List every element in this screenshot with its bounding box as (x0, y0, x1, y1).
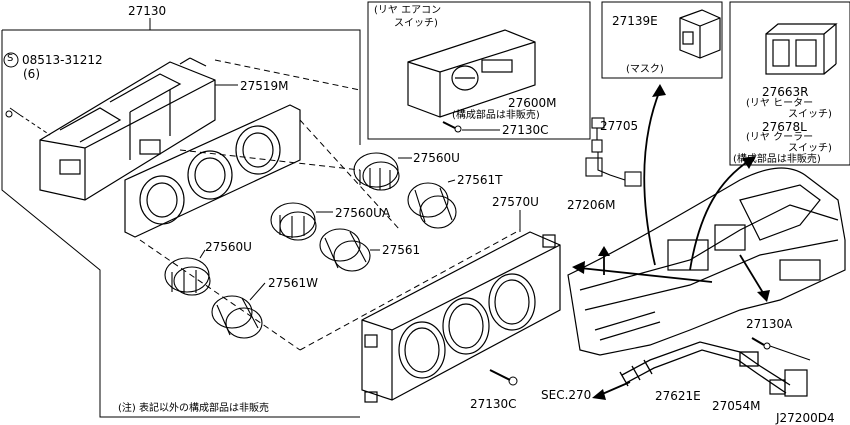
label-sec-ref: SEC.270 (541, 388, 592, 402)
label-rear-ac-jp2: スイッチ) (394, 18, 438, 29)
mask-drawing (679, 9, 721, 59)
front-panel-drawing (361, 231, 561, 403)
screw-27130c-top-drawing (442, 121, 462, 133)
label-knob-27561w: 27561W (268, 276, 319, 290)
label-screw-qty: (6) (23, 67, 40, 81)
label-rear-heater-part: 27663R (762, 85, 809, 99)
label-screw-prefix: S (7, 53, 14, 64)
hose-drawing (619, 341, 791, 394)
label-mask-jp: (マスク) (626, 64, 664, 75)
label-knob-27560ua: 27560UA (335, 206, 391, 220)
label-diagram-id: J27200D4 (776, 411, 835, 425)
control-plate-drawing (124, 104, 301, 238)
knob-27561 (319, 228, 371, 272)
label-rear-cooler-jp2: スイッチ) (788, 143, 832, 154)
label-mask-part: 27139E (612, 14, 658, 28)
label-not-sold-1: (構成部品は非販売) (452, 110, 540, 121)
assembly-boundary-top (2, 29, 361, 145)
label-bracket: 27519M (240, 79, 289, 93)
label-not-sold-2: (構成部品は非販売) (733, 154, 821, 165)
label-clip-27054m: 27054M (712, 399, 761, 413)
screw-27130a-drawing (751, 337, 771, 350)
label-assembly: 27130 (128, 4, 167, 18)
label-rear-cooler-jp: (リヤ クーラー (746, 132, 814, 143)
sensor-drawing (585, 117, 642, 187)
rear-switch-frame (729, 1, 850, 166)
label-rear-heater-jp2: スイッチ) (788, 109, 832, 120)
label-screw-part: 08513-31212 (22, 53, 103, 67)
label-switch-27600m: 27600M (508, 96, 557, 110)
label-rear-heater-jp: (リヤ ヒーター (746, 98, 814, 109)
leader-27561w (249, 282, 266, 301)
leader-27561t (447, 179, 456, 183)
rear-ac-switch-drawing (407, 29, 536, 118)
rear-switch-drawing (765, 23, 838, 75)
label-note: (注) 表記以外の構成部品は非販売 (118, 403, 269, 414)
label-part-27705: 27705 (600, 119, 639, 133)
label-screw-27130c-bottom: 27130C (470, 397, 517, 411)
knob-27560u-bottom (164, 257, 211, 296)
knob-27561t (407, 182, 457, 229)
dashboard-drawing (567, 167, 846, 356)
alignment-lines (139, 59, 521, 351)
clip-drawing (769, 369, 808, 397)
leader-27560u-bottom (199, 249, 206, 259)
label-screw-27130c-top: 27130C (502, 123, 549, 137)
label-knob-27560u-top: 27560U (413, 151, 460, 165)
label-rear-ac-jp: (リヤ エアコン (374, 5, 442, 16)
label-knob-27560u-bottom: 27560U (205, 240, 252, 254)
knob-27560ua (270, 202, 317, 241)
rear-ac-switch-frame (367, 1, 591, 140)
knob-27560u-top (353, 152, 400, 191)
mask-frame (601, 1, 723, 79)
arrow-heads (572, 84, 770, 400)
knob-27561w (211, 295, 263, 339)
label-part-27206m: 27206M (567, 198, 616, 212)
screw-drawing (3, 52, 51, 136)
reference-arrows (579, 89, 766, 396)
label-panel-27570u: 27570U (492, 195, 539, 209)
screw-27130c-bottom-drawing (489, 369, 518, 386)
leader-27130a (769, 345, 811, 361)
assembly-boundary-left (1, 30, 360, 418)
bracket-drawing (39, 57, 216, 201)
label-knob-27561t: 27561T (457, 173, 503, 187)
label-hose-27621e: 27621E (655, 389, 701, 403)
label-part-27130a: 27130A (746, 317, 793, 331)
label-rear-cooler-part: 27678L (762, 120, 807, 134)
label-knob-27561: 27561 (382, 243, 421, 257)
